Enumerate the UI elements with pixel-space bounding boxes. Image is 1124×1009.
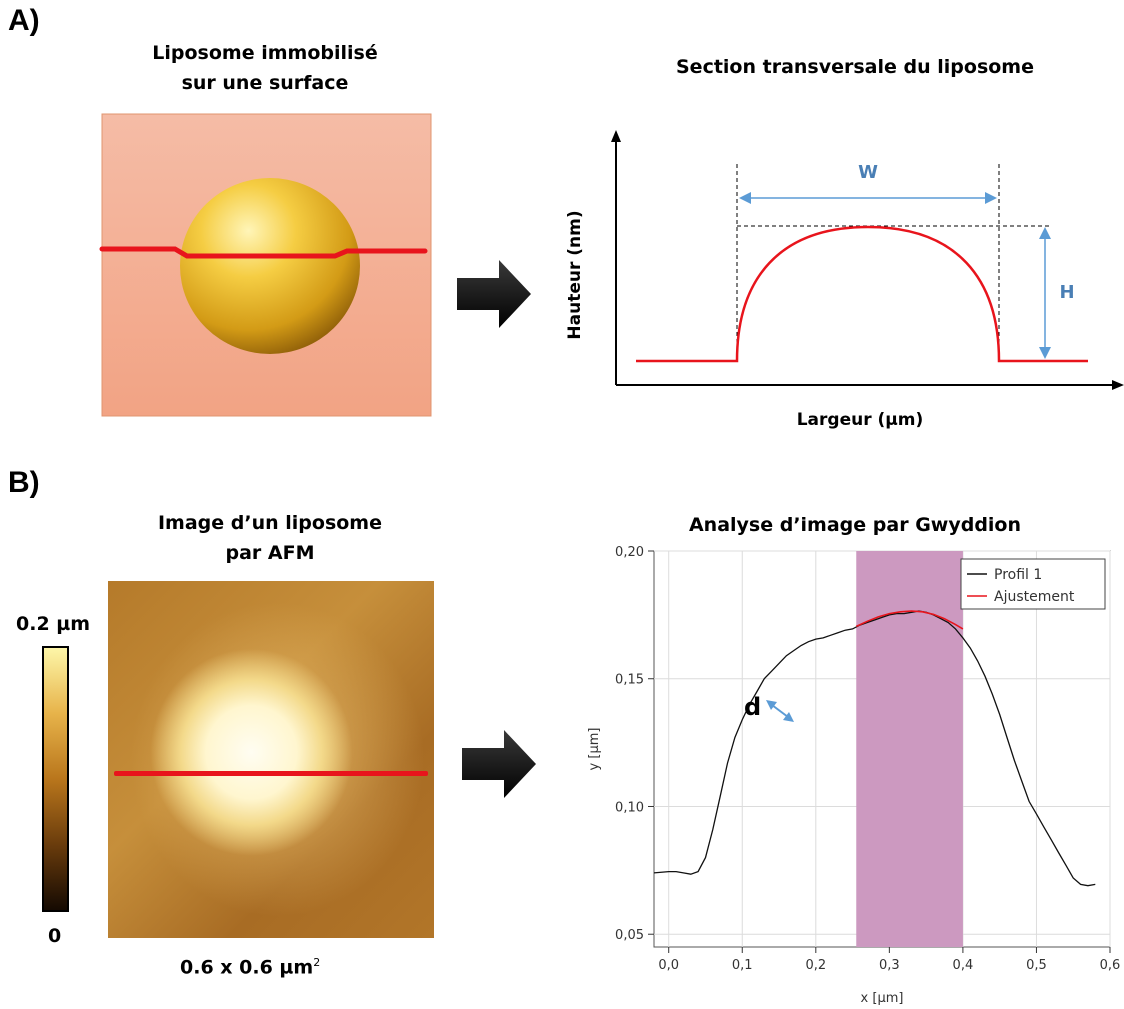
scan-size-value: 0.6 x 0.6 µm	[180, 956, 314, 979]
width-arrowhead-left	[739, 192, 751, 204]
x-tick-label-2: 0,2	[805, 958, 826, 973]
y-tick-label-3: 0,20	[615, 545, 644, 560]
afm-image	[108, 581, 434, 938]
height-arrowhead-bottom	[1039, 347, 1051, 359]
series-lines	[653, 610, 1096, 887]
y-axis-arrowhead	[611, 130, 621, 142]
x-tick-label-0: 0,0	[658, 958, 679, 973]
schematic-ylabel: Hauteur (nm)	[565, 210, 585, 339]
height-label: H	[1059, 282, 1074, 303]
panel-b-label: B)	[8, 466, 40, 499]
legend-box	[960, 558, 1106, 610]
scan-size-label: 0.6 x 0.6 µm2	[180, 956, 320, 978]
x-axis-arrowhead	[1112, 380, 1124, 390]
panel-a-left-title-line2: sur une surface	[181, 72, 349, 94]
fit-range-highlight	[856, 551, 963, 947]
series-line-ajustement	[855, 610, 964, 630]
panel-a-label: A)	[8, 4, 40, 37]
schematic-xlabel: Largeur (µm)	[797, 410, 924, 430]
x-tick-label-1: 0,1	[732, 958, 753, 973]
scan-line	[99, 246, 428, 259]
panel-a-left-title: Liposome immobilisé sur une surface	[90, 38, 440, 98]
height-colorbar	[42, 646, 69, 912]
cross-section-schematic: W H Hauteur (nm) Largeur (µm)	[565, 130, 1124, 430]
y-tick-label-1: 0,10	[615, 800, 644, 815]
panel-b-left-title-line2: par AFM	[225, 542, 315, 564]
profile-curve	[636, 225, 1088, 363]
d-annotation: d	[744, 693, 794, 722]
x-tick-label-4: 0,4	[953, 958, 974, 973]
y-tick-label-0: 0,05	[615, 928, 644, 943]
axis-ticks: 0,0 0,1 0,2 0,3 0,4 0,5 0,6 0,05 0,10 0,15 0,20	[615, 545, 1120, 973]
panel-b-left-title-line1: Image d’un liposome	[157, 512, 382, 534]
x-tick-label-6: 0,6	[1100, 958, 1121, 973]
colorbar-min-label: 0	[48, 925, 62, 947]
colorbar-max-label: 0.2 µm	[16, 613, 91, 635]
width-arrowhead-right	[985, 192, 997, 204]
d-label: d	[744, 693, 761, 721]
panel-a-right-title: Section transversale du liposome	[676, 56, 1034, 78]
d-arrowhead-start	[766, 700, 777, 710]
afm-scan-line	[114, 771, 428, 776]
liposome-surface-illustration	[99, 113, 432, 417]
legend-label-ajustement: Ajustement	[994, 589, 1075, 605]
panel-b-left-title: Image d’un liposome par AFM	[100, 508, 440, 568]
scan-size-exponent: 2	[313, 956, 321, 969]
height-arrowhead-top	[1039, 227, 1051, 239]
liposome-sphere	[180, 178, 360, 354]
d-arrowhead-end	[783, 712, 794, 722]
panel-a-left-title-line1: Liposome immobilisé	[152, 42, 378, 64]
series-line-profil	[653, 610, 1096, 887]
y-tick-label-2: 0,15	[615, 673, 644, 688]
width-label: W	[858, 162, 878, 183]
x-tick-label-5: 0,5	[1026, 958, 1047, 973]
legend-label-profil: Profil 1	[994, 567, 1042, 583]
arrow-b-icon	[462, 730, 536, 798]
chart-ylabel: y [µm]	[587, 728, 602, 771]
arrow-a-icon	[457, 260, 531, 328]
chart-xlabel: x [µm]	[861, 991, 904, 1006]
d-arrow-line	[771, 704, 789, 718]
panel-b-right-title: Analyse d’image par Gwyddion	[688, 514, 1022, 536]
chart-legend: Profil 1 Ajustement	[960, 558, 1106, 610]
x-tick-label-3: 0,3	[879, 958, 900, 973]
